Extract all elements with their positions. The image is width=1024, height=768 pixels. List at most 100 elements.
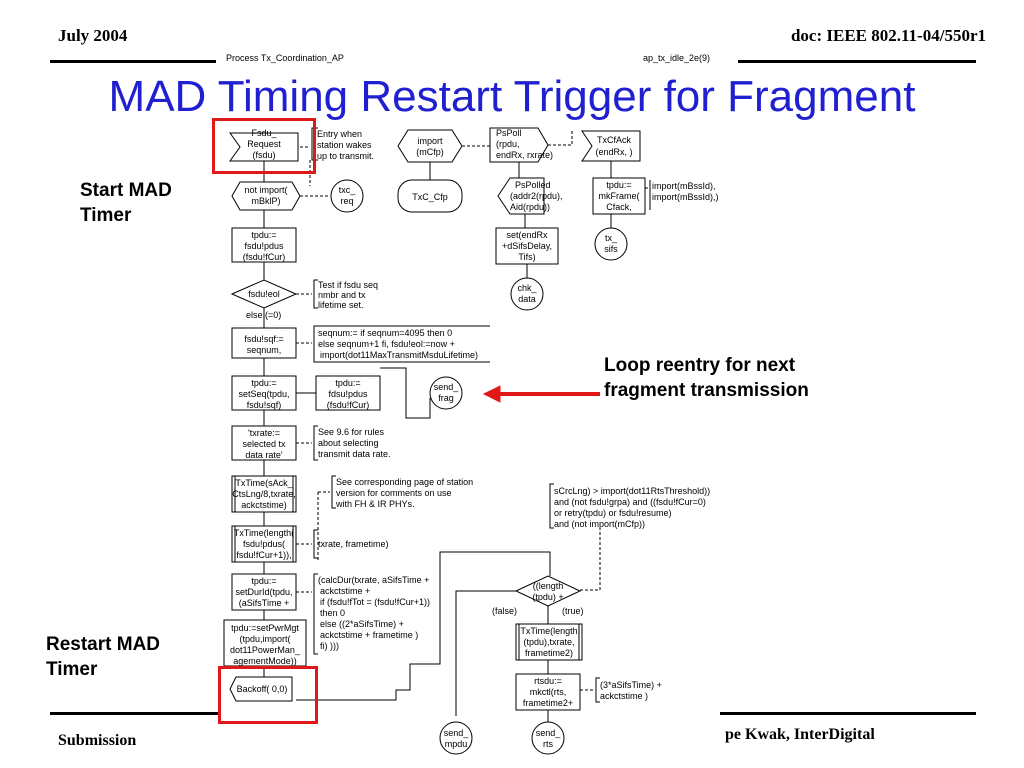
see-station-comment: See corresponding page of station versio… <box>331 475 473 509</box>
fsdu-request-input: Fsdu_ Request (fsdu) <box>229 128 299 162</box>
txtime-ackcts-task: TxTime(sAck_ CtsLng/8,txrate, ackctstime… <box>231 475 297 513</box>
header-doc-id: doc: IEEE 802.11-04/550r1 <box>790 26 986 45</box>
pspoll-input: PsPoll (rpdu, endRx, rxrate) <box>489 127 572 163</box>
pspolled-output: PsPolled (addr2(rpdu), Aid(rpdu)) <box>497 162 563 228</box>
svg-text:tpdu:=: tpdu:= <box>335 378 360 388</box>
page-label: ap_tx_idle_2e(9) <box>643 53 711 63</box>
svg-text:Cfack,: Cfack, <box>606 202 632 212</box>
svg-text:(aSifsTime +: (aSifsTime + <box>239 598 289 608</box>
svg-text:'txrate:=: 'txrate:= <box>248 428 280 438</box>
svg-text:seqnum,: seqnum, <box>247 345 282 355</box>
svg-text:tpdu:=: tpdu:= <box>606 180 631 190</box>
start-line-2: Timer <box>80 205 132 226</box>
svg-text:mkctl(rts,: mkctl(rts, <box>530 687 567 697</box>
svg-text:ackctstime +: ackctstime + <box>320 586 370 596</box>
svg-text:txrate, frametime): txrate, frametime) <box>318 539 389 549</box>
svg-text:(tpdu) +: (tpdu) + <box>532 592 563 602</box>
svg-text:(false): (false) <box>492 606 517 616</box>
restart-timer-highlight <box>218 666 318 724</box>
svg-text:fsdu!fCur+1)),: fsdu!fCur+1)), <box>236 550 291 560</box>
footer-submission: Submission <box>58 732 137 749</box>
svg-text:TxTime(length: TxTime(length <box>520 626 577 636</box>
setseq-task: tpdu:= setSeq(tpdu, fsdu!sqf) <box>231 375 297 411</box>
svg-text:fsdu!eol: fsdu!eol <box>248 289 280 299</box>
svg-text:nmbr and tx: nmbr and tx <box>318 290 366 300</box>
svg-text:lifetime set.: lifetime set. <box>318 300 364 310</box>
svg-text:import: import <box>417 136 443 146</box>
slide-title: MAD Timing Restart Trigger for Fragment <box>108 72 916 121</box>
svg-text:txc_: txc_ <box>339 185 357 195</box>
svg-text:transmit data rate.: transmit data rate. <box>318 449 391 459</box>
svg-text:TxCfAck: TxCfAck <box>597 135 632 145</box>
svg-text:See 9.6 for rules: See 9.6 for rules <box>318 427 385 437</box>
svg-text:ackctstime ): ackctstime ) <box>600 691 648 701</box>
start-mad-timer-label: Start MAD Timer <box>80 178 172 228</box>
process-label: Process Tx_Coordination_AP <box>226 53 344 63</box>
svg-text:or retry(tpdu) or fsdu!resume): or retry(tpdu) or fsdu!resume) <box>554 508 672 518</box>
svg-text:dot11PowerMan_: dot11PowerMan_ <box>230 645 301 655</box>
svg-text:tpdu:=: tpdu:= <box>251 378 276 388</box>
svg-text:sCrcLng) > import(dot11RtsThre: sCrcLng) > import(dot11RtsThreshold)) <box>554 486 710 496</box>
svg-text:TxTime(sAck_: TxTime(sAck_ <box>235 478 293 488</box>
svg-text:agementMode)): agementMode)) <box>233 656 297 666</box>
svg-text:endRx, rxrate): endRx, rxrate) <box>496 150 553 160</box>
svg-text:send_: send_ <box>434 382 460 392</box>
restart-line-2: Timer <box>46 659 98 680</box>
svg-text:rts: rts <box>543 739 553 749</box>
svg-text:data rate': data rate' <box>245 450 283 460</box>
svg-text:Request: Request <box>247 139 281 149</box>
svg-text:sifs: sifs <box>604 244 618 254</box>
txc-cfp-state: TxC_Cfp <box>397 162 463 213</box>
svg-text:req: req <box>340 196 353 206</box>
footer-author: pe Kwak, InterDigital <box>725 726 875 743</box>
svg-text:fsdu!pdus(: fsdu!pdus( <box>243 539 285 549</box>
svg-text:(calcDur(txrate, aSifsTime +: (calcDur(txrate, aSifsTime + <box>318 575 429 585</box>
svg-text:fsdu!sqf:=: fsdu!sqf:= <box>244 334 283 344</box>
svg-text:PsPoll: PsPoll <box>496 128 522 138</box>
svg-text:(fsdu!fCur): (fsdu!fCur) <box>327 400 370 410</box>
txrate-task: 'txrate:= selected tx data rate' See 9.6… <box>231 425 391 461</box>
svg-text:Entry when: Entry when <box>317 129 362 139</box>
svg-text:TxTime(length(: TxTime(length( <box>234 528 294 538</box>
svg-text:(true): (true) <box>562 606 584 616</box>
svg-text:TxC_Cfp: TxC_Cfp <box>412 192 448 202</box>
svg-text:and (not fsdu!grpa) and ((fsdu: and (not fsdu!grpa) and ((fsdu!fCur=0) <box>554 497 706 507</box>
loop-reentry-label: Loop reentry for next fragment transmiss… <box>604 353 809 403</box>
svg-text:Backoff( 0,0): Backoff( 0,0) <box>237 684 288 694</box>
svg-text:up to transmit.: up to transmit. <box>317 151 374 161</box>
svg-text:else seqnum+1 fi, fsdu!eol:=no: else seqnum+1 fi, fsdu!eol:=now + <box>318 339 455 349</box>
svg-text:Aid(rpdu)): Aid(rpdu)) <box>510 202 550 212</box>
svg-text:station wakes: station wakes <box>317 140 372 150</box>
svg-text:PsPolled: PsPolled <box>515 180 551 190</box>
svg-text:Tifs): Tifs) <box>518 252 535 262</box>
svg-text:not import(: not import( <box>244 185 287 195</box>
red-arrow-icon <box>482 385 600 403</box>
svg-text:import(mBssId),): import(mBssId),) <box>652 192 719 202</box>
svg-text:(mCfp): (mCfp) <box>416 147 444 157</box>
send-mpdu-connector: send_ mpdu <box>439 721 473 755</box>
txtime-rts-task: TxTime(length (tpdu),txrate, frametime2) <box>515 623 583 661</box>
svg-text:with FH & IR PHYs.: with FH & IR PHYs. <box>335 499 415 509</box>
svg-text:(fsdu!fCur): (fsdu!fCur) <box>243 252 286 262</box>
footer-rule-left <box>50 712 218 715</box>
start-line-1: Start MAD <box>80 180 172 201</box>
restart-line-1: Restart MAD <box>46 634 161 655</box>
tx-sifs-connector: tx_ sifs <box>594 227 628 261</box>
svg-text:import(mBssId),: import(mBssId), <box>652 181 716 191</box>
svg-text:Test if fsdu seq: Test if fsdu seq <box>318 280 378 290</box>
chk-data-connector: chk_ data <box>510 277 544 311</box>
svg-text:(tpdu,import(: (tpdu,import( <box>239 634 290 644</box>
mkframe-task: tpdu:= mkFrame( Cfack, import(mBssId), i… <box>592 177 719 228</box>
svg-text:+dSifsDelay,: +dSifsDelay, <box>502 241 552 251</box>
svg-text:(tpdu),txrate,: (tpdu),txrate, <box>523 637 574 647</box>
svg-text:seqnum:= if seqnum=4095 then 0: seqnum:= if seqnum=4095 then 0 <box>318 328 452 338</box>
svg-text:tx_: tx_ <box>605 233 618 243</box>
svg-text:(rpdu,: (rpdu, <box>496 139 520 149</box>
header-rule-left <box>50 60 216 63</box>
svg-text:and (not import(mCfp)): and (not import(mCfp)) <box>554 519 645 529</box>
svg-text:else ((2*aSifsTime) +: else ((2*aSifsTime) + <box>320 619 404 629</box>
send-frag-connector: send_ frag <box>429 376 463 410</box>
svg-text:about selecting: about selecting <box>318 438 379 448</box>
svg-text:tpdu:=setPwrMgt: tpdu:=setPwrMgt <box>231 623 299 633</box>
